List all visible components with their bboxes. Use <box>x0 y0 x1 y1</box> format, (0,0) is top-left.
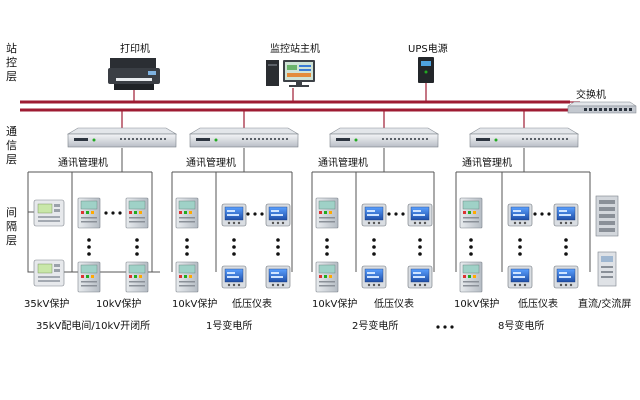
more-substations-ellipsis-icon <box>436 325 454 329</box>
group-wiring <box>455 148 591 272</box>
bus-to-comm-drops <box>121 110 525 128</box>
relay-10kv-icon <box>459 197 483 229</box>
group-substation-2: 通讯管理机 10kV保护 低压仪表 2号变电所 <box>311 127 439 332</box>
monitoring-host-icon <box>266 60 315 87</box>
group-left-label: 10kV保护 <box>172 297 217 310</box>
layer-label-station: 站 控 层 <box>6 41 17 83</box>
printer-icon <box>108 58 160 90</box>
meter-icon <box>221 203 247 227</box>
ellipsis-icon <box>276 238 280 256</box>
meter-icon <box>507 203 533 227</box>
relay-35kv-icon <box>33 199 65 227</box>
meter-icon <box>265 203 291 227</box>
layer-label-bay: 间 隔 层 <box>6 206 17 247</box>
ellipsis-icon <box>232 238 236 256</box>
ellipsis-icon <box>469 238 473 256</box>
ellipsis-icon <box>104 211 122 215</box>
meter-icon <box>361 265 387 289</box>
relay-10kv-icon <box>175 197 199 229</box>
ups-label: UPS电源 <box>408 42 448 55</box>
ellipsis-icon <box>418 238 422 256</box>
group-right-label: 10kV保护 <box>96 297 141 310</box>
meter-icon <box>553 203 579 227</box>
dc-ac-cabinet-icon <box>595 195 619 287</box>
group-substation-8: 通讯管理机 1 <box>454 127 631 332</box>
layer-label-bay-char-3: 层 <box>6 234 17 247</box>
meter-icon <box>221 265 247 289</box>
relay-35kv-icon <box>33 259 65 287</box>
layer-label-comm-char-3: 层 <box>6 153 17 166</box>
relay-10kv-icon <box>77 261 101 293</box>
relay-10kv-icon <box>125 197 149 229</box>
meter-icon <box>361 203 387 227</box>
ellipsis-icon <box>185 238 189 256</box>
group-wiring <box>27 148 160 273</box>
ups-icon <box>418 57 434 83</box>
layer-label-bay-char-1: 间 <box>6 206 17 219</box>
relay-10kv-icon <box>175 261 199 293</box>
layer-label-comm: 通 信 层 <box>6 125 17 166</box>
station-bus <box>20 100 570 112</box>
layer-label-station-char-1: 站 <box>6 41 17 55</box>
comm-manager-label: 通讯管理机 <box>462 156 512 169</box>
group-title: 35kV配电间/10kV开闭所 <box>36 319 150 332</box>
layer-label-bay-char-2: 隔 <box>6 220 17 233</box>
comm-manager-rack-icon <box>189 127 299 148</box>
ellipsis-icon <box>325 238 329 256</box>
switch-icon <box>567 101 637 114</box>
comm-manager-rack-icon <box>469 127 579 148</box>
meter-icon <box>507 265 533 289</box>
ellipsis-icon <box>533 212 551 216</box>
group-35kv: 通讯管理机 35kV保护 10kV保护 35kV配电间/10kV开闭所 <box>24 127 177 332</box>
ellipsis-icon <box>564 238 568 256</box>
layer-label-comm-char-1: 通 <box>6 125 17 138</box>
comm-manager-label: 通讯管理机 <box>318 156 368 169</box>
layer-label-station-char-3: 层 <box>6 70 17 83</box>
ellipsis-icon <box>246 212 264 216</box>
group-substation-1: 通讯管理机 10kV保护 低压仪表 1号变电所 <box>171 127 299 332</box>
relay-10kv-icon <box>315 197 339 229</box>
host-label: 监控站主机 <box>270 42 320 55</box>
station-bus-drops <box>133 83 580 103</box>
group-title: 8号变电所 <box>498 319 544 332</box>
group-right-label: 低压仪表 <box>374 297 414 310</box>
relay-10kv-icon <box>459 261 483 293</box>
ellipsis-icon <box>372 238 376 256</box>
ellipsis-icon <box>135 238 139 256</box>
comm-manager-rack-icon <box>329 127 439 148</box>
ellipsis-icon <box>518 238 522 256</box>
comm-manager-label: 通讯管理机 <box>186 156 236 169</box>
meter-icon <box>553 265 579 289</box>
group-wiring <box>311 148 435 272</box>
group-right-label: 低压仪表 <box>518 297 558 310</box>
meter-icon <box>407 203 433 227</box>
layer-label-comm-char-2: 信 <box>6 139 17 152</box>
group-extra-label: 直流/交流屏 <box>578 297 631 310</box>
relay-10kv-icon <box>315 261 339 293</box>
meter-icon <box>407 265 433 289</box>
group-right-label: 低压仪表 <box>232 297 272 310</box>
group-title: 2号变电所 <box>352 319 398 332</box>
group-left-label: 10kV保护 <box>312 297 357 310</box>
layer-label-station-char-2: 控 <box>6 55 17 69</box>
switch-label: 交换机 <box>576 88 606 101</box>
ellipsis-icon <box>387 212 405 216</box>
comm-manager-label: 通讯管理机 <box>58 156 108 169</box>
meter-icon <box>265 265 291 289</box>
group-wiring <box>171 148 293 272</box>
group-left-label: 10kV保护 <box>454 297 499 310</box>
printer-label: 打印机 <box>120 42 150 55</box>
group-title: 1号变电所 <box>206 319 252 332</box>
relay-10kv-icon <box>125 261 149 293</box>
relay-10kv-icon <box>77 197 101 229</box>
group-left-label: 35kV保护 <box>24 297 69 310</box>
comm-manager-rack-icon <box>67 127 177 148</box>
ellipsis-icon <box>87 238 91 256</box>
